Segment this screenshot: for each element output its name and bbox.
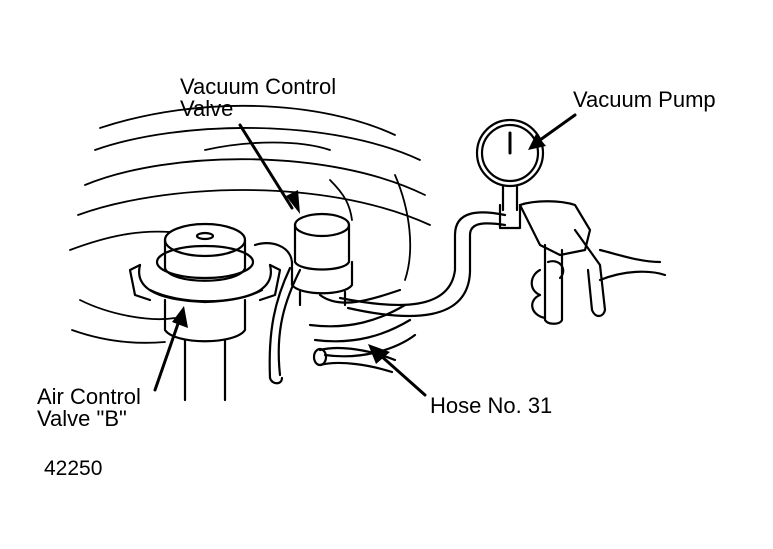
label-air-control-valve-b-line-1: Air Control bbox=[37, 384, 141, 409]
label-vacuum-pump-text: Vacuum Pump bbox=[573, 87, 716, 112]
label-hose-no-31-text: Hose No. 31 bbox=[430, 393, 553, 418]
air-control-valve-b bbox=[128, 222, 282, 402]
vacuum-pump bbox=[475, 118, 667, 325]
label-vacuum-control-valve-line-1: Vacuum Control bbox=[180, 74, 337, 99]
vacuum-control-valve bbox=[290, 212, 354, 307]
label-air-control-valve-b-line-2: Valve "B" bbox=[37, 406, 127, 431]
leader-arrows bbox=[153, 113, 577, 397]
label-hose-no-31: Hose No. 31 bbox=[430, 395, 552, 417]
figure-number-text: 42250 bbox=[44, 457, 103, 480]
label-vacuum-control-valve: Vacuum Control Valve bbox=[180, 76, 336, 120]
label-air-control-valve-b: Air Control Valve "B" bbox=[37, 386, 141, 430]
pump-hose bbox=[338, 211, 507, 318]
connecting-hoses bbox=[253, 242, 417, 385]
label-vacuum-pump: Vacuum Pump bbox=[573, 89, 716, 111]
label-vacuum-control-valve-line-2: Valve bbox=[180, 96, 234, 121]
figure-number: 42250 bbox=[44, 458, 102, 480]
engine-background-contours bbox=[69, 104, 431, 344]
hose-no-31 bbox=[312, 346, 397, 374]
